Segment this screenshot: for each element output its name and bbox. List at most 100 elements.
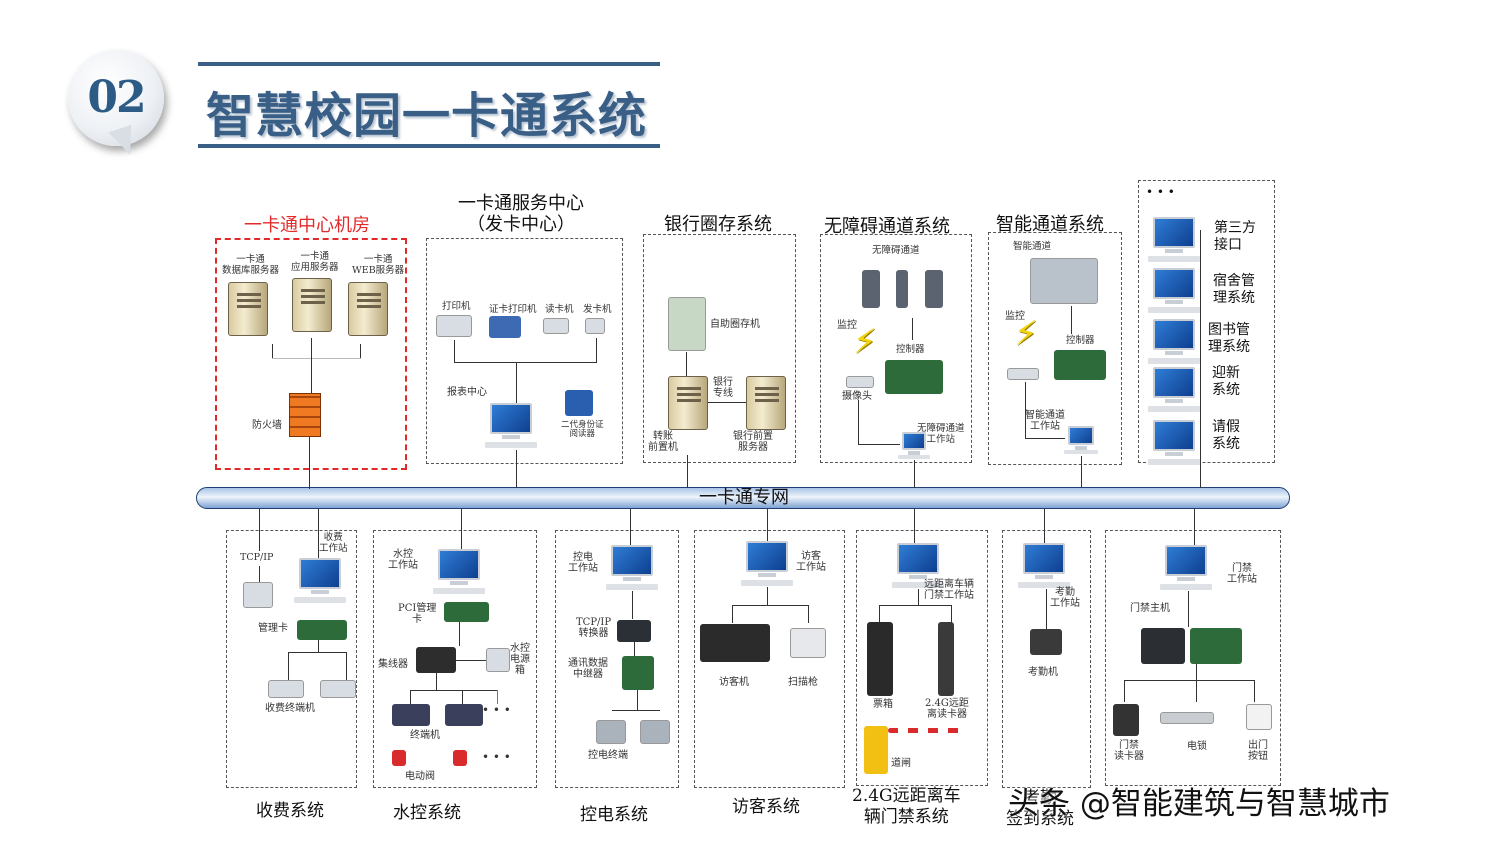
power-station-icon (606, 545, 658, 591)
camera-icon (846, 376, 874, 388)
controller-icon (1054, 350, 1106, 380)
connector (346, 652, 347, 680)
door-host-icon (1141, 628, 1185, 664)
pci-card-icon (444, 602, 489, 622)
report-label: 报表中心 (447, 387, 487, 398)
connector (309, 437, 310, 489)
water-title: 水控系统 (393, 803, 461, 823)
connector (259, 509, 260, 551)
barrier-station-label: 无障碍通道 工作站 (917, 423, 965, 445)
bank-title: 银行圈存系统 (664, 214, 772, 235)
connector (634, 642, 635, 656)
page-title: 智慧校园一卡通系统 (206, 88, 648, 144)
scanner-label: 扫描枪 (788, 677, 818, 688)
network-bus-label: 一卡通专网 (699, 487, 789, 508)
door-station-label: 门禁 工作站 (1227, 563, 1257, 585)
connector (288, 652, 346, 653)
smart-channel-box (988, 232, 1122, 465)
fee-terminal-label: 收费终端机 (265, 703, 315, 714)
smart-channel-title: 智能通道系统 (996, 214, 1104, 235)
connector (858, 444, 900, 445)
electric-lock-icon (1160, 712, 1214, 724)
connector (459, 622, 460, 646)
connector (516, 450, 517, 488)
connector (732, 605, 733, 623)
power-box (555, 530, 679, 788)
connector (436, 673, 437, 690)
connector (686, 352, 687, 376)
connector (767, 587, 768, 605)
transfer-server-icon (668, 376, 708, 430)
db-server-icon (228, 282, 268, 336)
web-server-icon (348, 282, 388, 336)
service-box (426, 238, 623, 464)
connector (632, 591, 633, 619)
exit-button-icon (1246, 704, 1272, 730)
firewall-label: 防火墙 (252, 420, 282, 431)
exit-button-label: 出门 按钮 (1248, 740, 1268, 762)
gate-icon (925, 270, 943, 308)
card-printer-label: 证卡打印机 (489, 304, 537, 315)
connector (410, 690, 498, 691)
card-printer-icon (489, 316, 521, 338)
more-dots: • • • (1146, 185, 1175, 199)
water-station-icon (433, 549, 485, 595)
connector (808, 605, 809, 623)
leave-system-icon (1148, 420, 1200, 466)
hub-label: 集线器 (378, 659, 408, 670)
door-reader-label: 门禁 读卡器 (1114, 740, 1144, 762)
id-reader-icon (565, 390, 593, 416)
kiosk-label: 自助圈存机 (710, 319, 760, 330)
connector (612, 710, 660, 711)
connector (1025, 438, 1065, 439)
connector (1124, 680, 1125, 702)
long-range-reader-label: 2.4G远距 离读卡器 (925, 698, 969, 720)
printer-label: 打印机 (442, 301, 471, 312)
connector (879, 605, 880, 623)
connector (259, 566, 260, 582)
power-terminal-icon (596, 720, 626, 744)
pci-card-label: PCI管理 卡 (398, 603, 437, 625)
connector (951, 605, 952, 623)
connector (1200, 230, 1201, 488)
bank-server-label: 银行前置 服务器 (733, 431, 773, 453)
connector (1081, 456, 1082, 488)
connector (630, 509, 631, 545)
connector (456, 660, 486, 661)
welcome-system-icon (1148, 367, 1200, 413)
valve-label: 电动阀 (405, 771, 435, 782)
door-host-label: 门禁主机 (1130, 603, 1170, 614)
attendance-machine-label: 考勤机 (1028, 667, 1058, 678)
connector (454, 362, 597, 363)
transfer-label: 转账 前置机 (648, 431, 678, 453)
connector (318, 640, 319, 652)
bank-line-label: 银行 专线 (713, 377, 733, 399)
gate-icon (862, 270, 880, 308)
visitor-station-icon (741, 541, 793, 587)
kiosk-icon (668, 297, 706, 351)
water-station-label: 水控 工作站 (388, 549, 418, 571)
title-rule-top (198, 62, 660, 66)
bank-server-icon (746, 376, 786, 430)
dispenser-label: 发卡机 (583, 304, 612, 315)
app-server-icon (292, 278, 332, 332)
vehicle-title: 2.4G远距离车 辆门禁系统 (852, 786, 961, 827)
dorm-system-label: 宿舍管 理系统 (1213, 273, 1255, 306)
service-title: 一卡通服务中心 （发卡中心） (458, 193, 584, 235)
dispenser-icon (585, 318, 605, 334)
barrier-gate-label: 道闸 (891, 758, 911, 769)
center-title: 一卡通中心机房 (244, 215, 370, 236)
app-server-label: 一卡通 应用服务器 (291, 251, 339, 273)
firewall-icon (289, 393, 321, 437)
pos-icon (243, 582, 273, 608)
power-box-icon (486, 648, 510, 672)
water-terminal-icon (445, 704, 483, 726)
connector (311, 338, 312, 398)
door-box (1105, 530, 1281, 786)
connector (272, 358, 361, 359)
smart-station-icon (1064, 426, 1098, 456)
connector (360, 344, 361, 358)
barrier-free-title: 无障碍通道系统 (824, 216, 950, 237)
power-station-label: 控电 工作站 (568, 552, 598, 574)
scanner-icon (790, 628, 826, 658)
